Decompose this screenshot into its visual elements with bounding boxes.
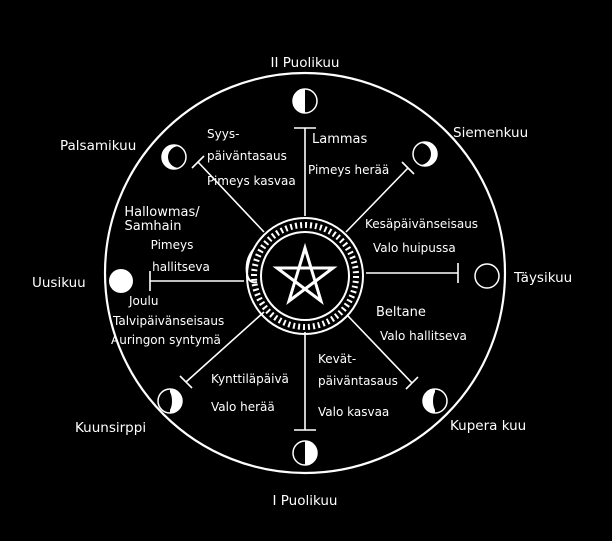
festival-kynttila-name: Kynttiläpäivä (211, 372, 289, 386)
outer-circle (103, 71, 507, 475)
spoke-north (294, 127, 316, 216)
moon-label-northeast: Siemenkuu (453, 125, 528, 141)
festival-beltane-text: Valo hallitseva (380, 329, 467, 343)
festival-syys-text: Pimeys kasvaa (207, 174, 296, 188)
moon-icon-northwest (161, 144, 190, 170)
moon-icon-south (292, 440, 318, 466)
pentagram-icon (272, 242, 338, 305)
festival-syys-line2: päiväntasaus (207, 149, 287, 163)
moon-label-southwest: Kuunsirppi (75, 420, 146, 436)
festival-kevat-line1: Kevät- (318, 352, 356, 366)
festival-beltane-name: Beltane (376, 305, 426, 320)
festival-kevat-text: Valo kasvaa (318, 405, 389, 419)
spokes (149, 127, 459, 431)
spoke-southeast (347, 315, 419, 390)
festival-joulu-line2: Talvipäivänseisaus (112, 314, 224, 328)
moon-icon-west (109, 269, 133, 293)
moon-label-northwest: Palsamikuu (60, 138, 136, 154)
moon-icon-east (474, 263, 500, 289)
moon-icon-southwest (157, 388, 183, 414)
spoke-southwest (179, 311, 265, 389)
moon-label-west: Uusikuu (32, 275, 86, 291)
festival-kynttila-text: Valo herää (211, 400, 275, 414)
festival-joulu-line3: Auringon syntymä (111, 333, 221, 347)
spoke-west (149, 271, 244, 291)
moon-label-southeast: Kupera kuu (450, 418, 526, 434)
moon-icon-northeast (409, 141, 438, 167)
festival-lammas-text: Pimeys herää (308, 163, 389, 177)
moon-icon-north (292, 88, 318, 114)
festival-samhain-text2: hallitseva (152, 260, 210, 274)
festival-samhain-name1: Hallowmas/ (124, 205, 200, 220)
festival-kevat-line2: päiväntasaus (318, 374, 398, 388)
moon-label-north: II Puolikuu (271, 55, 340, 71)
ouroboros-serpent-icon (245, 217, 364, 335)
festival-samhain-text1: Pimeys (151, 238, 194, 252)
festival-kesa-name: Kesäpäivänseisaus (365, 217, 478, 231)
moon-icon-southeast (422, 388, 448, 414)
festival-syys-line1: Syys- (207, 127, 239, 141)
spoke-northeast (345, 161, 415, 233)
spoke-south (294, 332, 316, 431)
spoke-northwest (191, 155, 265, 233)
festival-joulu-line1: Joulu (128, 294, 158, 308)
festival-kesa-text: Valo huipussa (373, 241, 456, 255)
festival-samhain-name2: Samhain (125, 219, 182, 234)
spoke-east (366, 263, 459, 283)
moon-label-east: Täysikuu (513, 270, 572, 286)
moon-label-south: I Puolikuu (272, 493, 337, 509)
festival-lammas-name: Lammas (312, 132, 368, 147)
